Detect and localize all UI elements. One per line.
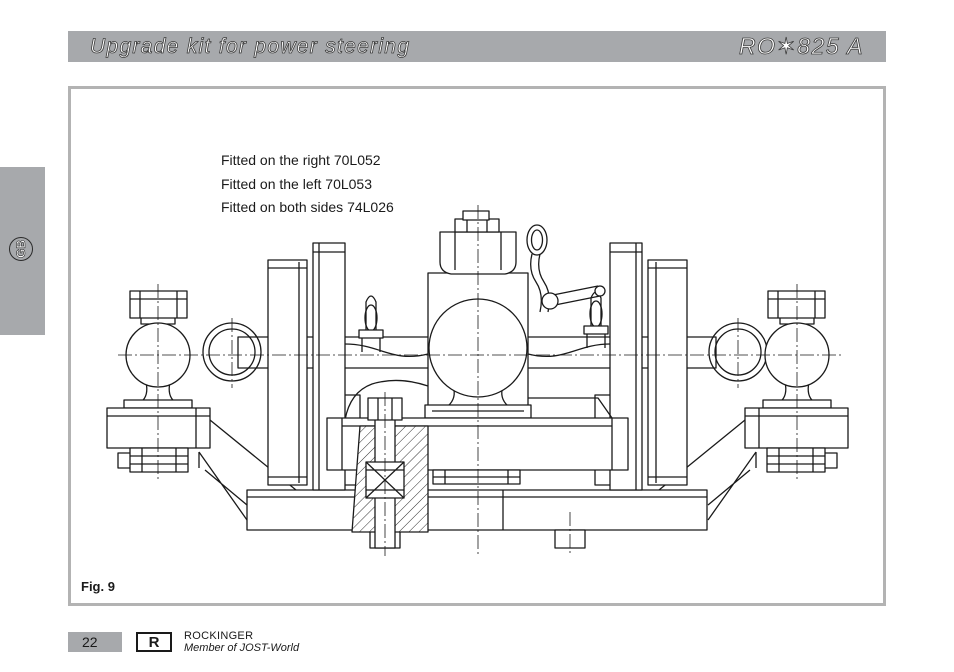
fitting-note-left: Fitted on the left 70L053 xyxy=(221,175,372,192)
language-badge: GB xyxy=(9,237,33,261)
left-ball-joint xyxy=(106,290,211,473)
locking-pin xyxy=(541,285,606,310)
rockinger-logo: R xyxy=(136,632,172,652)
cradle-lines xyxy=(344,343,613,421)
base-plate xyxy=(246,489,708,549)
brand-name: ROCKINGER xyxy=(184,630,254,642)
top-nut-cap xyxy=(439,210,517,275)
model-number: RO✶825 A xyxy=(738,33,864,60)
fitting-note-right: Fitted on the right 70L052 xyxy=(221,152,381,168)
brand-tagline: Member of JOST-World xyxy=(184,642,300,654)
header-bar: Upgrade kit for power steering RO✶825 A xyxy=(68,31,886,62)
page-number: 22 xyxy=(68,632,122,652)
center-lines xyxy=(118,205,842,556)
right-ball-joint xyxy=(744,290,849,473)
fitting-note-both: Fitted on both sides 74L026 xyxy=(221,199,394,215)
fitting-notes: Fitted on the right 70L052 Fitted on the… xyxy=(221,149,394,220)
language-tab: GB xyxy=(0,167,45,335)
page-title: Upgrade kit for power steering xyxy=(90,35,411,59)
center-nut xyxy=(432,469,521,485)
figure-caption: Fig. 9 xyxy=(81,579,115,594)
figure-frame: Fitted on the right 70L052 Fitted on the… xyxy=(68,86,886,606)
logo-letter: R xyxy=(148,633,160,651)
technical-drawing xyxy=(106,205,849,556)
